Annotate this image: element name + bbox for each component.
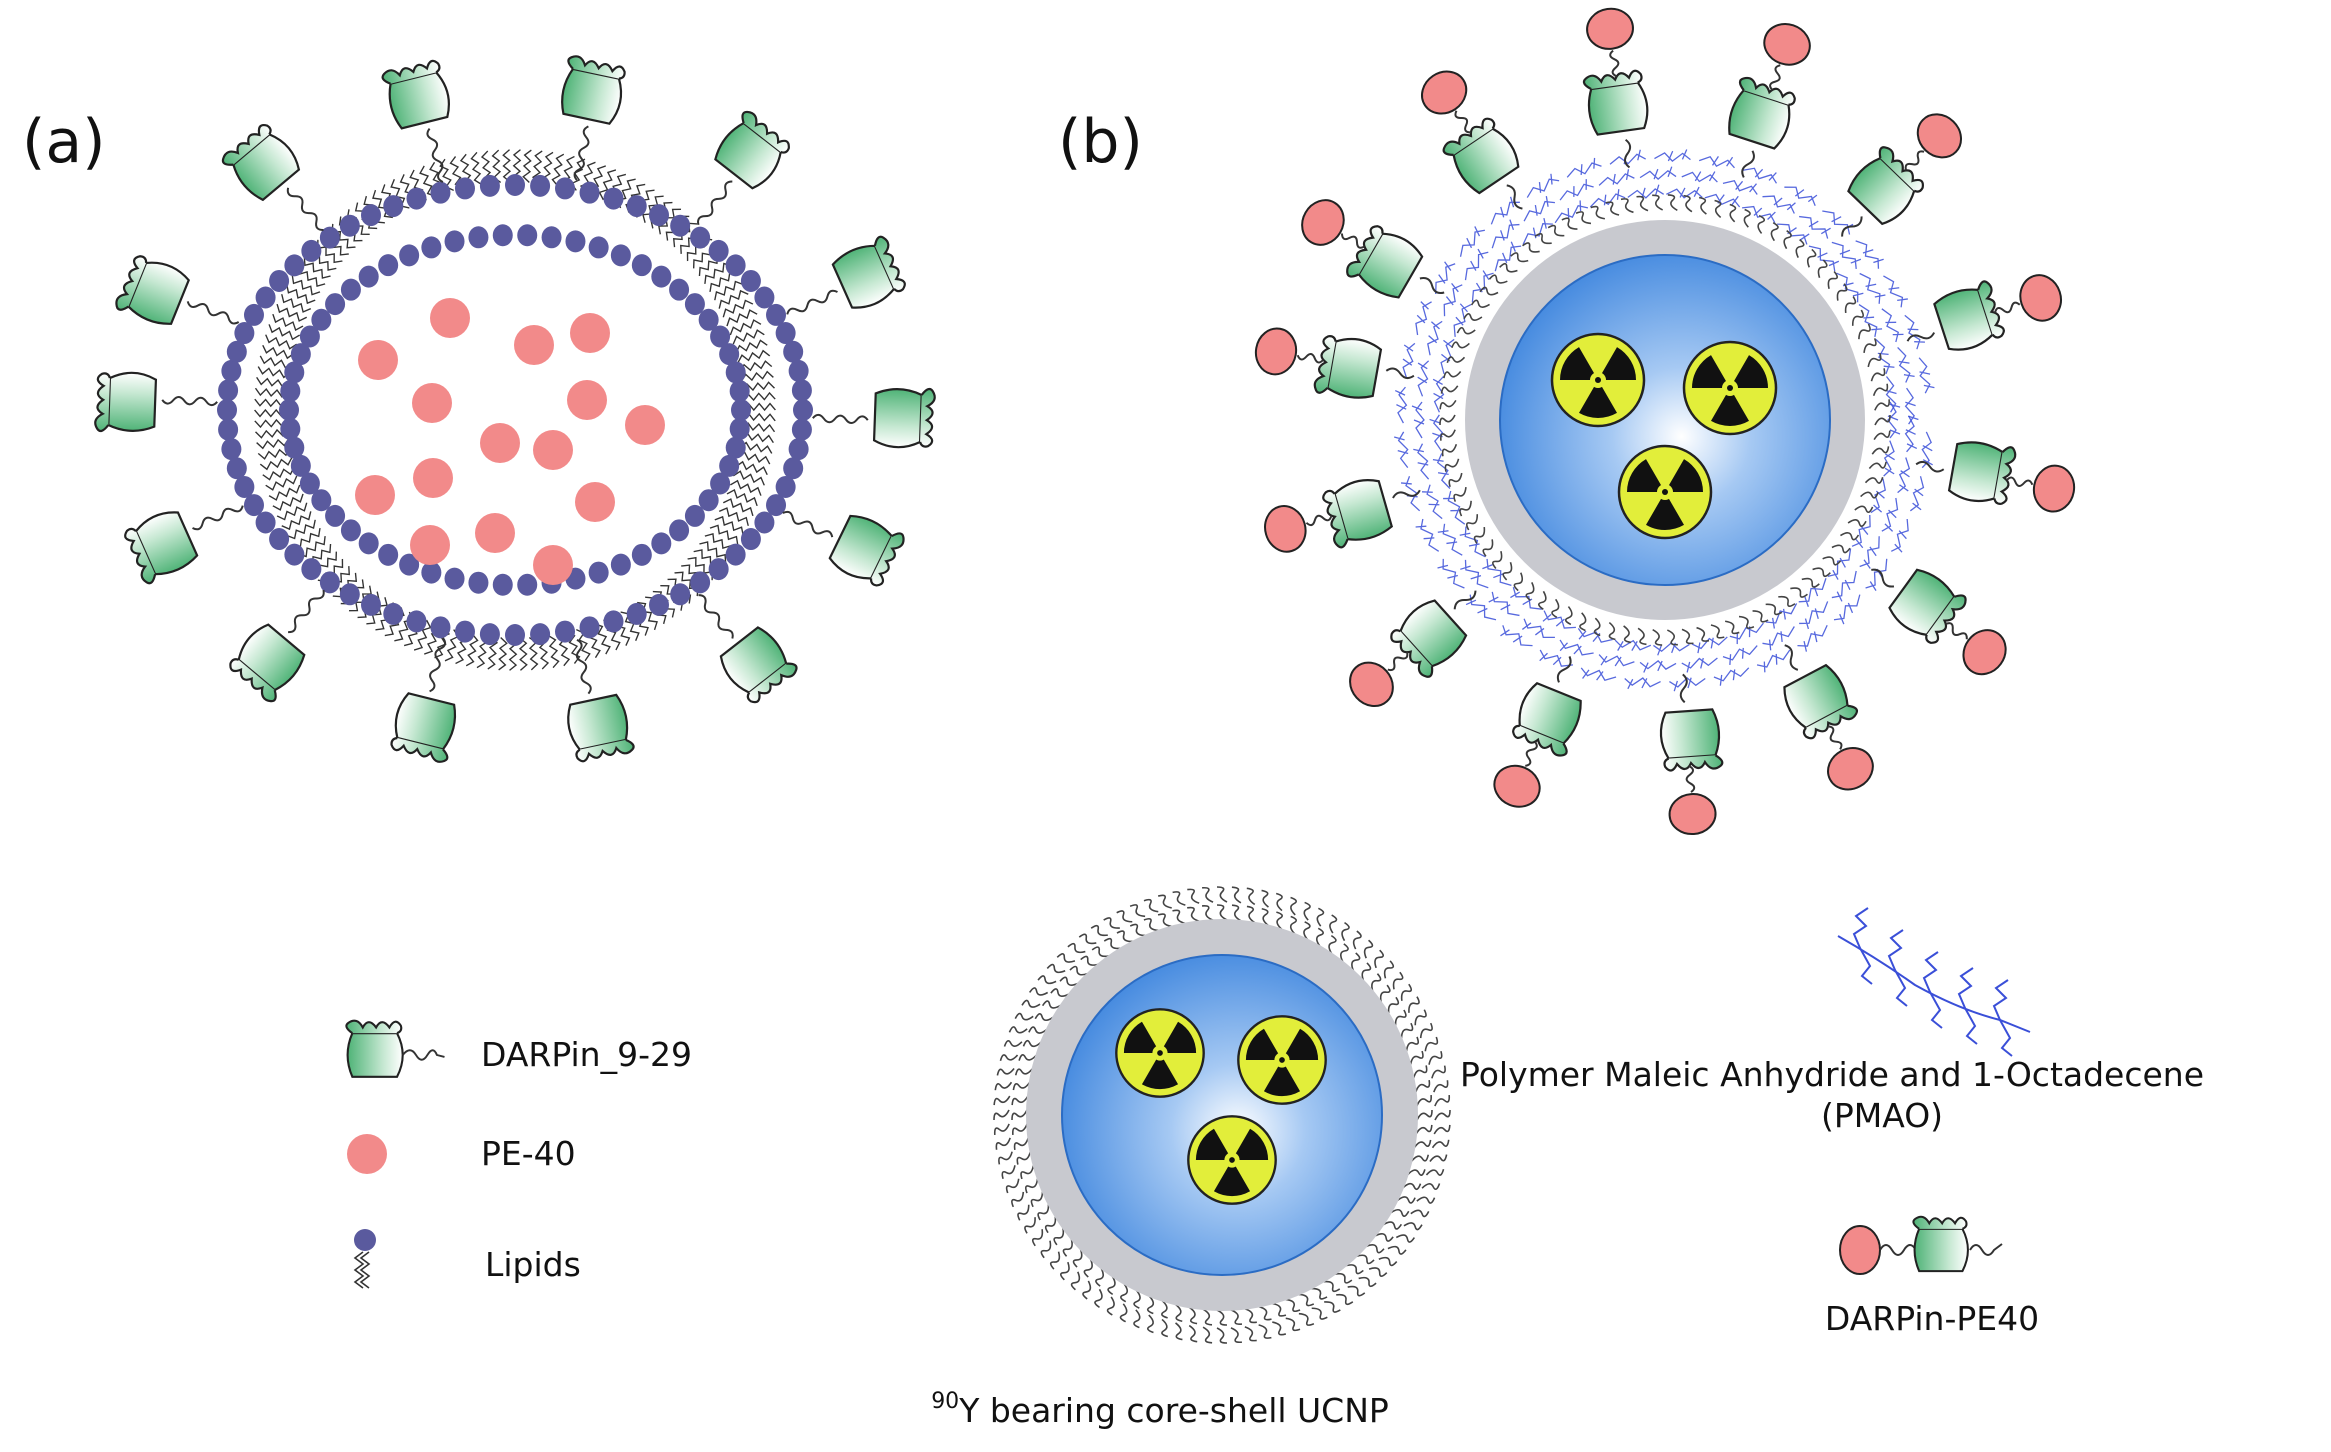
- pmao-coating: [1393, 149, 1935, 692]
- liposome-diagram: [93, 53, 937, 765]
- ucnp-caption-superscript: 90: [931, 1389, 959, 1414]
- darpin-ligand: [812, 386, 937, 450]
- ucnp-caption-text: Y bearing core-shell UCNP: [958, 1391, 1389, 1430]
- darpin-ligand: [698, 594, 801, 708]
- legend-lipids-label: Lipids: [485, 1245, 581, 1284]
- darpin-ligand: [387, 637, 462, 765]
- darpin-pe40-conjugate: [1871, 563, 2007, 676]
- darpin-ligand: [556, 53, 629, 181]
- darpin-ligand: [219, 119, 324, 231]
- darpin-pe40-conjugate: [1421, 70, 1525, 210]
- darpin-pe40-conjugate: [1658, 673, 1724, 836]
- darpin-pe40-conjugate: [1493, 656, 1588, 808]
- oleate-ligand-shell: [1439, 194, 1891, 646]
- darpin-pe40-legend: DARPin-PE40: [1825, 1215, 2039, 1338]
- oleate-ligand-shell-inner: [1011, 904, 1433, 1326]
- darpin-pe40-conjugate: [1915, 436, 2076, 513]
- darpin-ligand: [786, 233, 910, 315]
- darpin-ligand: [93, 370, 218, 434]
- darpin-ligand: [224, 589, 325, 706]
- pe40-payload: [355, 298, 665, 585]
- pe40-icon: [347, 1134, 387, 1174]
- lipid-icon: [353, 1229, 376, 1289]
- panel-b-label: (b): [1058, 107, 1143, 177]
- legend-pe40: PE-40: [347, 1134, 576, 1174]
- darpin-pe40-conjugate: [1778, 644, 1874, 791]
- functionalized-ucnp-diagram: [1254, 7, 2076, 836]
- ucnp-core: [1061, 954, 1383, 1276]
- oleate-ligand-shell: [993, 886, 1451, 1344]
- ucnp-caption: 90Y bearing core-shell UCNP: [931, 1389, 1389, 1430]
- pmao-icon: [1837, 907, 2031, 1057]
- legend-darpin-label: DARPin_9-29: [481, 1035, 692, 1074]
- legend-lipids: Lipids: [353, 1229, 581, 1289]
- panel-a-label: (a): [22, 107, 106, 177]
- darpin-pe40-conjugate: [1254, 327, 1415, 404]
- darpin-ligand: [120, 505, 244, 587]
- legend-pe40-label: PE-40: [481, 1134, 576, 1173]
- legend-darpin: DARPin_9-29: [345, 1019, 692, 1078]
- pmao-label-line1: Polymer Maleic Anhydride and 1-Octadecen…: [1460, 1055, 2204, 1094]
- darpin-ligand: [697, 107, 795, 226]
- darpin-pe40-conjugate: [1841, 113, 1962, 237]
- darpin-ligand: [112, 251, 240, 331]
- darpin-pe40-icon: [1839, 1215, 2003, 1275]
- darpin-pe40-label: DARPin-PE40: [1825, 1299, 2039, 1338]
- darpin-ligand: [563, 638, 636, 765]
- inner-lipid-heads: [279, 224, 751, 596]
- darpin-icon: [345, 1019, 445, 1078]
- pmao-label-line2: (PMAO): [1821, 1096, 1943, 1135]
- pmao-legend: Polymer Maleic Anhydride and 1-Octadecen…: [1460, 907, 2204, 1135]
- darpin-pe40-conjugate: [1301, 199, 1445, 304]
- darpin-pe40-conjugate: [1582, 7, 1652, 169]
- outer-lipid-heads: [217, 174, 813, 646]
- darpin-pe40-conjugate: [1349, 590, 1477, 708]
- darpin-ligand: [380, 57, 455, 183]
- darpin-ligand: [782, 509, 908, 591]
- darpin-pe40-conjugate: [1264, 474, 1421, 553]
- darpin-pe40-conjugate: [1722, 23, 1811, 178]
- core-shell-ucnp-diagram: [993, 886, 1451, 1344]
- darpin-pe40-conjugate: [1906, 274, 2062, 356]
